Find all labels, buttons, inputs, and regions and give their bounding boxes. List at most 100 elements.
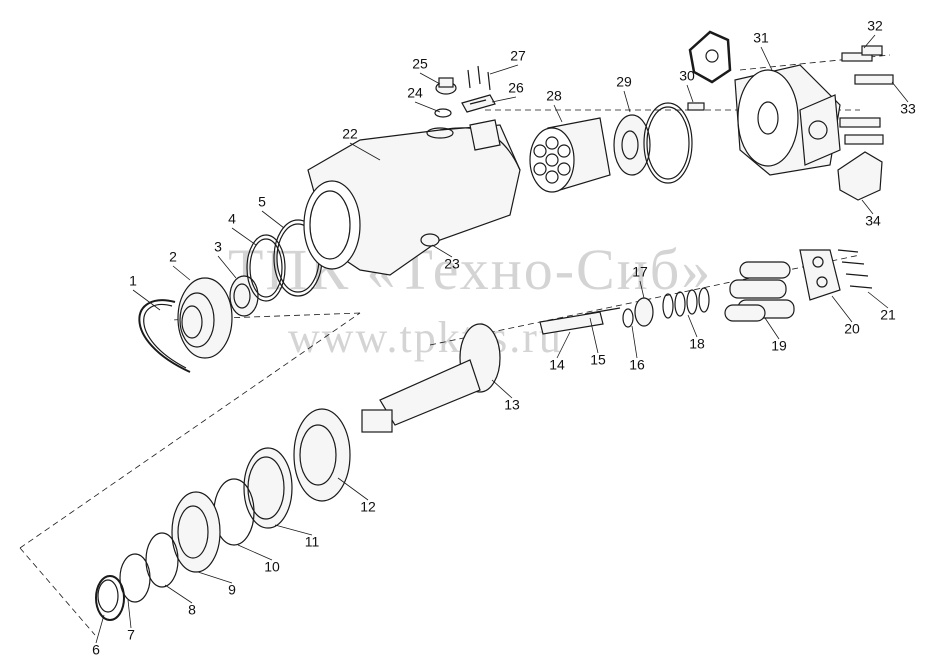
callout-leader-22 xyxy=(349,142,381,161)
callout-leader-26 xyxy=(491,96,517,103)
callout-label-34: 34 xyxy=(865,213,881,229)
callout-leader-32 xyxy=(863,34,876,49)
part-26-nameplate xyxy=(461,94,496,113)
part-28-cylinder-block xyxy=(529,117,611,193)
callout-label-9: 9 xyxy=(228,582,236,598)
callout-label-31: 31 xyxy=(753,30,769,46)
callout-leader-34 xyxy=(861,199,874,215)
callout-label-21: 21 xyxy=(880,307,896,323)
callout-label-14: 14 xyxy=(549,357,565,373)
callout-leader-27 xyxy=(489,64,519,75)
part-7-ring xyxy=(119,553,151,603)
callout-leader-31 xyxy=(760,46,773,71)
callout-leader-4 xyxy=(231,227,257,246)
callout-label-29: 29 xyxy=(616,74,632,90)
callout-leader-33 xyxy=(891,81,909,103)
callout-label-19: 19 xyxy=(771,338,787,354)
watermark-url: www.tpktis.ru xyxy=(288,313,563,362)
part-32-gasket xyxy=(688,30,732,84)
callout-leader-28 xyxy=(553,104,563,123)
part-30-o-ring xyxy=(643,102,693,184)
part-3-seal xyxy=(229,275,259,317)
callout-label-6: 6 xyxy=(92,642,100,658)
part-4-o-ring xyxy=(246,234,286,302)
callout-label-11: 11 xyxy=(305,534,320,550)
callout-leader-10 xyxy=(237,544,273,561)
callout-leader-2 xyxy=(172,265,191,281)
part-25-plug xyxy=(435,77,457,95)
callout-label-18: 18 xyxy=(689,336,705,352)
part-24-washer xyxy=(434,108,452,118)
callout-leader-30 xyxy=(686,84,694,103)
callout-leader-8 xyxy=(164,584,193,604)
part-18-rings xyxy=(662,287,710,319)
callout-label-15: 15 xyxy=(590,352,606,368)
callout-leader-15 xyxy=(589,317,599,354)
part-35-cover-plate xyxy=(837,151,883,201)
part-29-valve-plate xyxy=(613,114,651,176)
callout-label-3: 3 xyxy=(214,239,222,255)
part-16-washer xyxy=(622,308,634,328)
part-19-pistons xyxy=(724,261,795,322)
part-11-ring xyxy=(243,447,293,529)
part-9-bearing xyxy=(171,491,221,573)
callout-label-17: 17 xyxy=(632,264,648,280)
callout-label-28: 28 xyxy=(546,88,562,104)
callout-label-25: 25 xyxy=(412,56,428,72)
part-32-end-cover xyxy=(734,64,841,176)
part-7-washer xyxy=(97,579,119,613)
callout-leader-24 xyxy=(414,101,441,113)
part-33-bolts xyxy=(841,45,883,62)
callout-leader-25 xyxy=(419,72,441,85)
callout-leader-12 xyxy=(337,477,369,501)
callout-leader-23 xyxy=(431,244,453,258)
callout-label-2: 2 xyxy=(169,249,177,265)
part-17-bushing xyxy=(634,297,654,327)
part-8-ring xyxy=(145,532,179,588)
callout-leader-18 xyxy=(687,314,698,338)
callout-leader-6 xyxy=(95,614,105,644)
callout-label-7: 7 xyxy=(127,627,135,643)
part-13-drive-shaft xyxy=(361,323,501,433)
callout-label-24: 24 xyxy=(407,85,423,101)
callout-label-30: 30 xyxy=(679,68,695,84)
part-23-plug xyxy=(420,233,440,247)
part-27-rivets xyxy=(467,65,491,91)
part-14-center-pin xyxy=(539,311,604,335)
callout-leader-19 xyxy=(764,317,780,340)
callout-leader-29 xyxy=(623,90,631,113)
callout-label-16: 16 xyxy=(629,357,645,373)
callout-leader-3 xyxy=(217,255,237,279)
callout-leader-7 xyxy=(127,599,132,629)
part-15-spring xyxy=(584,307,621,315)
callout-leader-17 xyxy=(639,280,645,299)
callout-label-1: 1 xyxy=(129,273,137,289)
part-31-pin xyxy=(687,102,705,111)
callout-label-4: 4 xyxy=(228,211,236,227)
part-12-bearing xyxy=(293,408,351,502)
callout-label-5: 5 xyxy=(258,194,266,210)
callout-label-13: 13 xyxy=(504,397,520,413)
callout-label-12: 12 xyxy=(360,499,376,515)
callout-label-26: 26 xyxy=(508,80,524,96)
callout-label-10: 10 xyxy=(264,559,280,575)
callout-label-33: 33 xyxy=(900,101,916,117)
callout-label-23: 23 xyxy=(444,256,460,272)
callout-label-22: 22 xyxy=(342,126,358,142)
callout-leader-1 xyxy=(132,289,161,311)
callout-leader-20 xyxy=(831,295,853,323)
part-6-ring xyxy=(95,575,125,621)
part-21-screws xyxy=(837,249,873,289)
callout-leader-9 xyxy=(197,571,233,584)
callout-leader-11 xyxy=(274,524,313,536)
callout-leader-13 xyxy=(491,379,513,399)
callout-label-8: 8 xyxy=(188,602,196,618)
part-34-bolts xyxy=(839,74,894,145)
part-22-housing xyxy=(303,119,521,276)
part-2-bearing-cover xyxy=(177,277,233,359)
callout-leader-21 xyxy=(867,291,889,309)
callout-label-20: 20 xyxy=(844,321,860,337)
callout-label-32: 32 xyxy=(867,18,883,34)
